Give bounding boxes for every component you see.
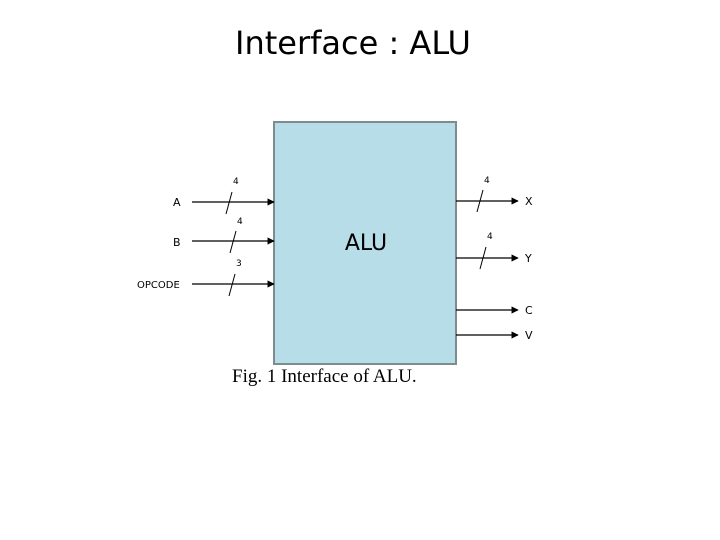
input-b-bus-slash: [229, 230, 237, 254]
input-a-width-label: 4: [233, 177, 239, 187]
input-a-bus-slash: [225, 191, 233, 215]
output-x-label: X: [525, 195, 533, 208]
output-y-bus-slash: [479, 246, 487, 270]
output-x-bus-slash: [476, 189, 484, 213]
output-y-label: Y: [524, 252, 532, 265]
alu-block: [273, 121, 457, 365]
input-opcode-bus-slash: [228, 273, 236, 297]
input-signal-b: 4 B: [173, 217, 275, 254]
output-signal-y: 4 Y: [456, 232, 532, 270]
input-a-label: A: [173, 196, 181, 209]
alu-block-label: ALU: [345, 231, 387, 256]
slide-title: Interface : ALU: [235, 24, 471, 62]
input-b-width-label: 4: [237, 217, 243, 227]
output-y-width-label: 4: [487, 232, 493, 242]
input-opcode-width-label: 3: [236, 259, 242, 269]
output-signal-v: V: [456, 329, 533, 342]
input-signal-a: 4 A: [173, 177, 275, 215]
figure-caption: Fig. 1 Interface of ALU.: [232, 366, 417, 387]
input-signal-opcode: 3 OPCODE: [137, 259, 275, 297]
output-x-width-label: 4: [484, 176, 490, 186]
output-signal-x: 4 X: [456, 176, 533, 213]
input-opcode-label: OPCODE: [137, 280, 180, 291]
output-signal-c: C: [456, 304, 533, 317]
output-c-label: C: [525, 304, 533, 317]
input-b-label: B: [173, 236, 181, 249]
output-v-label: V: [525, 329, 533, 342]
